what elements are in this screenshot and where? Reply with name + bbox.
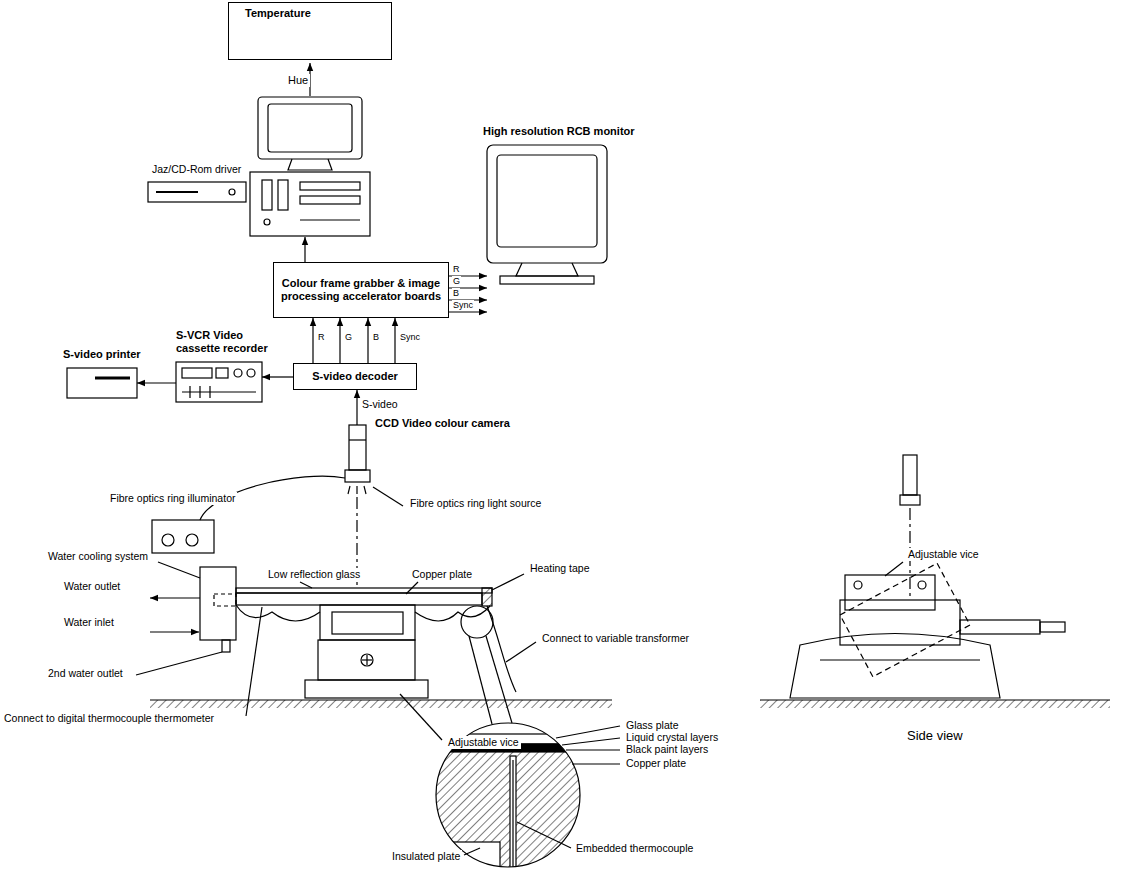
part-label: Water cooling system [46,550,150,563]
part-label: Fibre optics ring light source [408,497,543,510]
signal-connector [339,318,340,363]
part-label: Side view [905,728,965,744]
part-label: 2nd water outlet [46,667,125,680]
signal-connector [312,318,313,363]
rgb-monitor [487,145,607,284]
detail-circle [461,606,493,638]
signal-connector [137,382,176,383]
part-label: Fibre optics ring illuminator [108,492,237,505]
leader-line [300,582,312,588]
leader-line [158,562,200,578]
device-outline: S-video printer [67,368,137,398]
device-outline: CCD Video colour camera [347,425,368,482]
vcr [176,362,262,402]
signal-connector [356,390,357,425]
leader-line [572,763,620,764]
video-printer [67,368,137,398]
side-vice [790,563,1065,698]
leader-line [556,726,620,738]
ccd-camera [345,425,370,494]
part-label: Connect to digital thermocouple thermome… [2,712,216,725]
part-label: Adjustable vice [446,736,521,749]
part-label: Copper plate [624,757,688,770]
part-label: Liquid crystal layers [624,731,720,744]
signal-connector [367,318,368,363]
leader-line [506,642,536,662]
process-box: Temperature [228,2,392,60]
node-text: S-video printer [63,348,141,361]
leader-line [406,582,418,594]
leader-line [136,652,222,675]
part-label: Glass plate [624,719,681,732]
side-camera [900,455,920,505]
signal-label: G [452,276,461,286]
node-text: CCD Video colour camera [375,417,510,430]
device-outline: S-VCR Video cassette recorder [176,362,262,402]
detail-line [469,636,492,724]
detail-section [430,734,590,869]
leader-line [373,487,403,506]
computer [250,97,370,236]
signal-label: B [452,288,460,298]
leader-line [885,562,903,576]
part-label: Black paint layers [624,743,710,756]
node-text: S-video decoder [312,370,398,383]
node-text: S-VCR Video cassette recorder [176,329,276,355]
signal-label: G [344,332,353,342]
part-label: Heating tape [528,562,592,575]
ground-hatch [150,700,612,708]
node-text: High resolution RCB monitor [483,125,635,138]
signal-label: R [452,264,461,274]
water-outlet-arrow [150,597,200,598]
ring-illuminator [152,476,345,553]
part-label: Copper plate [410,568,474,581]
part-label: Water inlet [62,616,116,629]
ground-hatch [760,700,1110,708]
detail-line [486,636,512,723]
part-label: Jaz/CD-Rom driver [150,163,243,176]
signal-connector [449,311,487,312]
water-inlet-arrow [150,631,199,632]
part-label: Hue [286,74,310,87]
part-label: Insulated plate [390,850,462,863]
part-label: Connect to variable transformer [540,632,691,645]
signal-label: B [372,332,380,342]
leader-line [562,738,620,745]
jaz-drive [148,182,246,202]
process-box: S-video decoder [293,363,417,390]
data-arrow [304,237,305,262]
test-rig [200,567,492,698]
part-label: Embedded thermocouple [574,842,695,855]
leader-line [464,848,480,855]
part-label: Low reflection glass [266,568,362,581]
node-text: Temperature [245,7,391,20]
part-label: Water outlet [62,580,122,593]
heater-wire [487,606,516,692]
device-outline: High resolution RCB monitor [487,145,607,285]
node-text: Colour frame grabber & image processing … [280,277,442,303]
detail-outline [436,723,580,867]
leader-line [517,822,571,848]
signal-label: R [317,332,326,342]
signal-label: Sync [399,332,421,342]
leader-line [566,749,620,750]
part-label: Adjustable vice [906,548,981,561]
signal-label: Sync [452,300,474,310]
process-box: Colour frame grabber & image processing … [273,262,449,318]
leader-line [492,574,524,590]
signal-connector [394,318,395,363]
signal-connector [262,376,293,377]
signal-label: S-video [361,398,399,410]
